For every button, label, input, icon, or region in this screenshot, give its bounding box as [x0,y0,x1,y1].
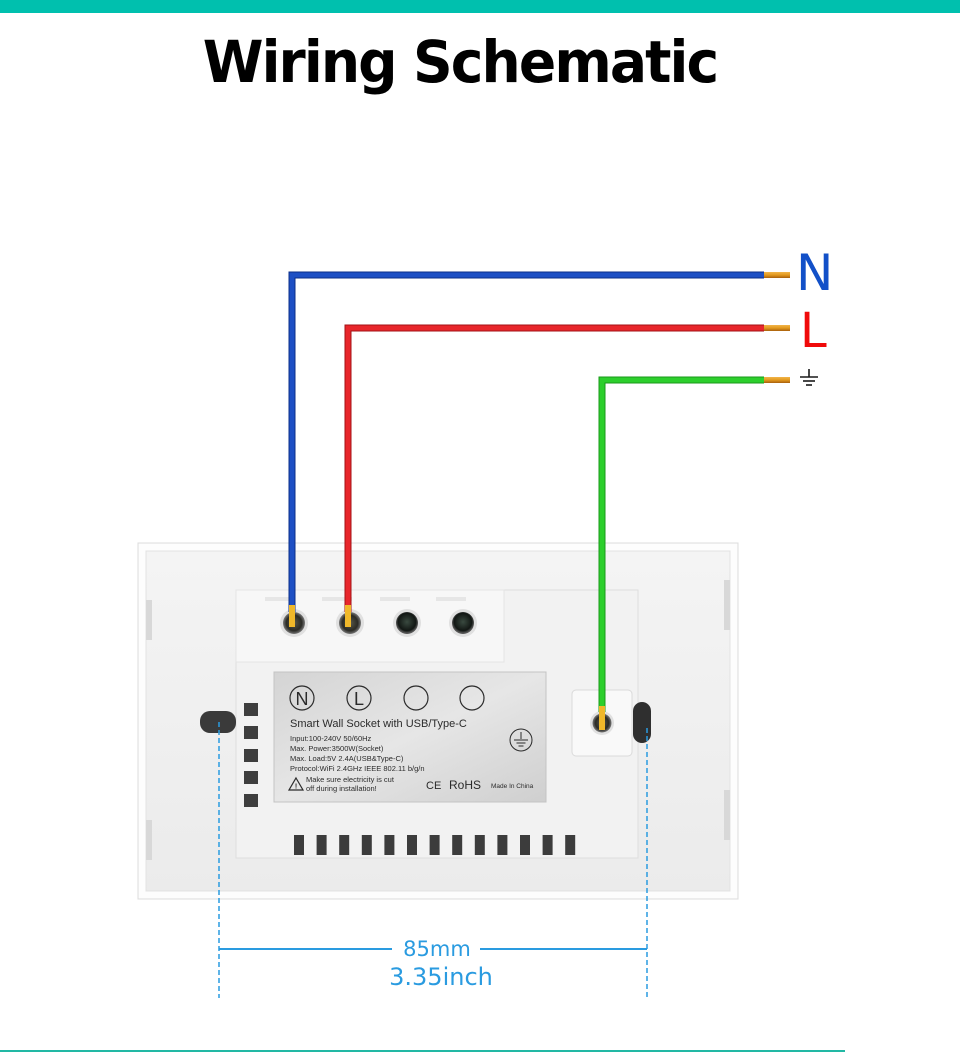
live-label: L [800,303,827,359]
terminal-3-screw [396,612,418,634]
live-copper-end [764,325,790,331]
spec-line: Input:100-240V 50/60Hz [290,734,372,743]
terminal-marker-4 [459,685,485,711]
product-name: Smart Wall Socket with USB/Type-C [290,718,467,730]
ground-symbol-icon [509,728,533,752]
neutral-label: N [796,244,833,302]
vent-slot [452,835,463,855]
terminal-marker-l: L [354,689,364,709]
dimension-indicator: 85mm 3.35inch [218,722,648,998]
warning-icon: ! [287,776,305,791]
earth-copper-end-terminal [599,706,605,730]
terminal-4-screw [452,612,474,634]
vent-slot [497,835,508,855]
dimension-metric: 85mm [403,937,471,961]
page-title: Wiring Schematic [202,28,720,96]
vent-slot [474,835,485,855]
vent-slot [520,835,530,855]
earth-ground-icon [800,369,818,386]
warning-text-line1: Make sure electricity is cut [306,775,395,784]
neutral-copper-end-terminal [289,605,295,627]
right-mounting-clip [633,702,651,743]
vent-slot [384,835,395,855]
live-copper-end-terminal [345,605,351,627]
neutral-copper-end [764,272,790,278]
bottom-vents [294,835,576,855]
vent-slot [429,835,440,855]
vent-slot [339,835,350,855]
origin-text: Made In China [491,783,534,790]
footer-accent-line [0,1050,845,1052]
spec-line: Max. Load:5V 2.4A(USB&Type-C) [290,754,404,763]
left-mounting-clip [200,703,258,807]
vent-slot [361,835,372,855]
vent-slot [542,835,553,855]
vent-slot [565,835,576,855]
dimension-imperial: 3.35inch [389,963,493,991]
terminal-markers: N L [289,685,485,711]
earth-wire [598,376,790,730]
earth-copper-end [764,377,790,383]
svg-text:!: ! [295,784,297,791]
spec-label: N L Smart Wall Socket with USB/Type-C In… [273,671,547,803]
rohs-mark: RoHS [449,778,481,792]
vent-slot [316,835,327,855]
terminal-marker-3 [403,685,429,711]
header-accent-bar [0,0,960,13]
neutral-wire [288,271,790,627]
warning-text-line2: off during installation! [306,784,377,793]
terminal-marker-n: N [296,689,309,709]
ce-mark: CE [426,780,441,792]
spec-line: Protocol:WiFi 2.4GHz IEEE 802.11 b/g/n [290,764,425,773]
wires [288,271,790,730]
vent-slot [294,835,304,855]
live-wire [344,324,790,627]
terminal-block [265,597,477,637]
vent-slot [407,835,417,855]
spec-line: Max. Power:3500W(Socket) [290,744,384,753]
